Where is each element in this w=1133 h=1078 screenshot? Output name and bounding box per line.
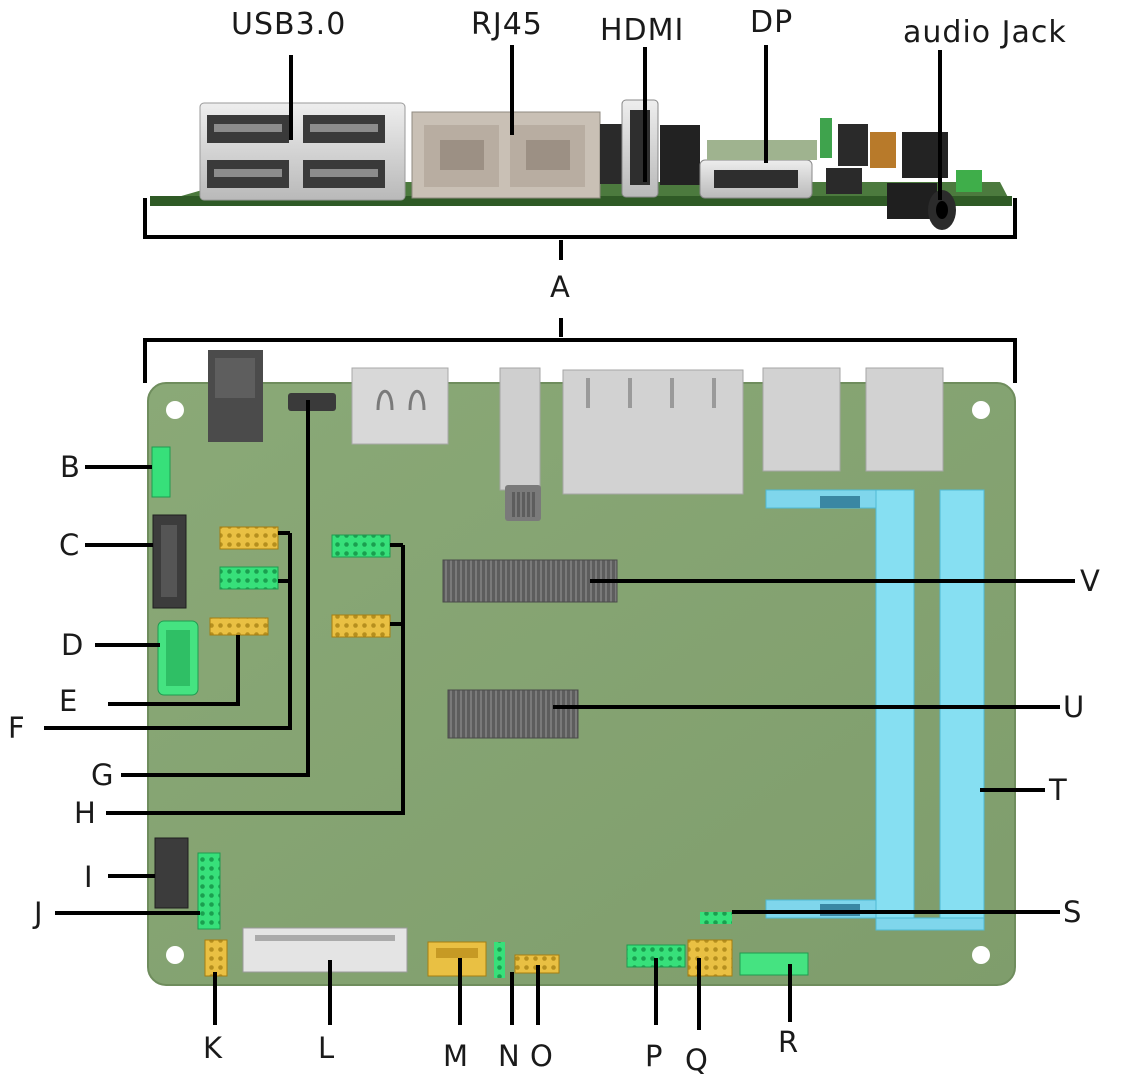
- header-F-yellow: [219, 526, 279, 550]
- hdmi-port: [621, 99, 659, 198]
- audio-jack: [887, 183, 956, 230]
- callout-M: M: [443, 1039, 468, 1073]
- header-F-green: [219, 566, 279, 590]
- header-H-green: [331, 534, 391, 558]
- conn-M: [427, 941, 487, 977]
- callout-V: V: [1080, 564, 1100, 598]
- m2-slot-u: [447, 689, 579, 739]
- callout-D: D: [61, 628, 83, 662]
- callout-R: R: [778, 1025, 798, 1059]
- mount-hole-br: [972, 946, 990, 964]
- label-rj45: RJ45: [471, 7, 543, 42]
- conn-B: [151, 446, 171, 498]
- mount-hole-tr: [972, 401, 990, 419]
- callout-H: H: [74, 796, 96, 830]
- callout-I: I: [84, 860, 93, 894]
- callout-B: B: [60, 450, 80, 484]
- usb-top-2: [865, 367, 944, 472]
- usb-stack: [199, 102, 406, 201]
- hdmi-top: [351, 367, 449, 445]
- label-audio-jack: audio Jack: [903, 15, 1067, 50]
- header-Q: [687, 939, 733, 977]
- leader-lines: [44, 400, 1075, 1030]
- conn-I: [154, 837, 189, 909]
- callout-N: N: [498, 1039, 520, 1073]
- bracket-top: [143, 198, 1017, 239]
- edge-view: [150, 99, 1012, 230]
- label-usb30: USB3.0: [231, 7, 346, 42]
- callout-L: L: [318, 1031, 334, 1065]
- m2-slot-v: [442, 559, 618, 603]
- callout-labels: B C D E F G H I J K L M N O P Q R S T U …: [8, 450, 1100, 1077]
- conn-R: [739, 952, 809, 976]
- callout-Q: Q: [685, 1043, 708, 1077]
- rj45-jacks: [411, 111, 601, 199]
- usb-top-1: [762, 367, 841, 472]
- header-N: [494, 942, 505, 978]
- label-dp: DP: [750, 5, 793, 40]
- top-leader-lines: [289, 45, 942, 200]
- callout-E: E: [59, 684, 77, 718]
- conn-E: [209, 617, 269, 636]
- callout-K: K: [203, 1031, 223, 1065]
- callout-P: P: [645, 1039, 663, 1073]
- label-hdmi: HDMI: [600, 13, 684, 48]
- header-S: [700, 912, 732, 924]
- dp-port: [699, 159, 813, 199]
- callout-T: T: [1048, 773, 1067, 807]
- callout-O: O: [530, 1039, 553, 1073]
- callout-U: U: [1063, 690, 1084, 724]
- mount-hole-tl: [166, 401, 184, 419]
- mount-hole-bl: [166, 946, 184, 964]
- conn-L-lvds: [242, 927, 408, 973]
- header-H-yellow: [331, 614, 391, 638]
- board-top-view: [147, 350, 1016, 986]
- callout-C: C: [59, 528, 79, 562]
- callout-J: J: [32, 896, 43, 930]
- callout-S: S: [1063, 895, 1081, 929]
- header-J: [197, 852, 221, 930]
- header-K: [204, 939, 228, 977]
- dp-top: [499, 367, 541, 491]
- callout-G: G: [91, 758, 113, 792]
- callout-F: F: [8, 711, 25, 745]
- bracket-bottom: [143, 338, 1017, 383]
- callout-A: A: [550, 270, 570, 304]
